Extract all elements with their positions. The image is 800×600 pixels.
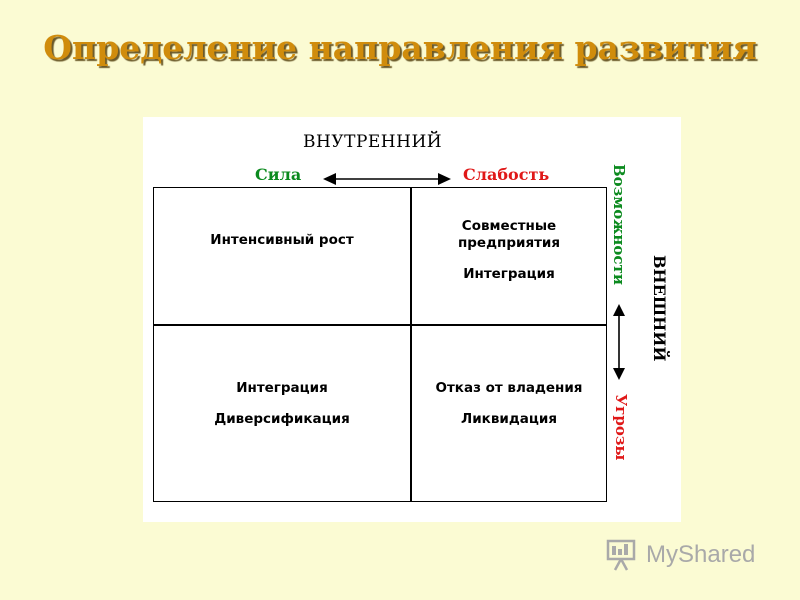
strength-label: Сила xyxy=(255,165,302,184)
vertical-double-arrow-icon xyxy=(613,304,625,380)
cell-text: Интенсивный рост xyxy=(210,232,354,248)
watermark-text: MyShared xyxy=(646,541,756,568)
cell-text: предприятия xyxy=(457,235,561,251)
cell-text: Ликвидация xyxy=(461,411,557,427)
opportunities-label: Возможности xyxy=(610,164,628,285)
external-axis-label: ВНЕШНИЙ xyxy=(650,255,669,362)
cell-text: Отказ от владения xyxy=(435,380,583,396)
presentation-screen-icon xyxy=(606,539,636,571)
grid-vertical-divider xyxy=(410,188,412,501)
cell-text: Интеграция xyxy=(463,266,555,282)
internal-axis-label: ВНУТРЕННИЙ xyxy=(303,132,443,152)
weakness-label: Слабость xyxy=(463,165,550,184)
slide-title: Определение направления развития xyxy=(43,28,757,67)
arrows-layer xyxy=(323,173,625,380)
threats-label: Угрозы xyxy=(612,394,630,461)
grid-horizontal-divider xyxy=(154,324,606,326)
cell-text: Интеграция xyxy=(236,380,328,396)
myshared-watermark: MyShared xyxy=(606,538,776,572)
cell-strength-opportunities: Интенсивный рост xyxy=(154,232,410,249)
cell-strength-threats: Интеграция Диверсификация xyxy=(154,380,410,428)
matrix-grid: Интенсивный рост Совместные предприятия … xyxy=(153,187,607,502)
cell-weakness-opportunities: Совместные предприятия Интеграция xyxy=(410,218,608,283)
cell-text: Диверсификация xyxy=(214,411,350,427)
cell-weakness-threats: Отказ от владения Ликвидация xyxy=(410,380,608,428)
horizontal-double-arrow-icon xyxy=(323,173,451,185)
strategy-matrix-panel: ВНУТРЕННИЙ Сила Слабость Интенсивный рос… xyxy=(143,117,681,522)
cell-text: Совместные xyxy=(461,218,557,234)
